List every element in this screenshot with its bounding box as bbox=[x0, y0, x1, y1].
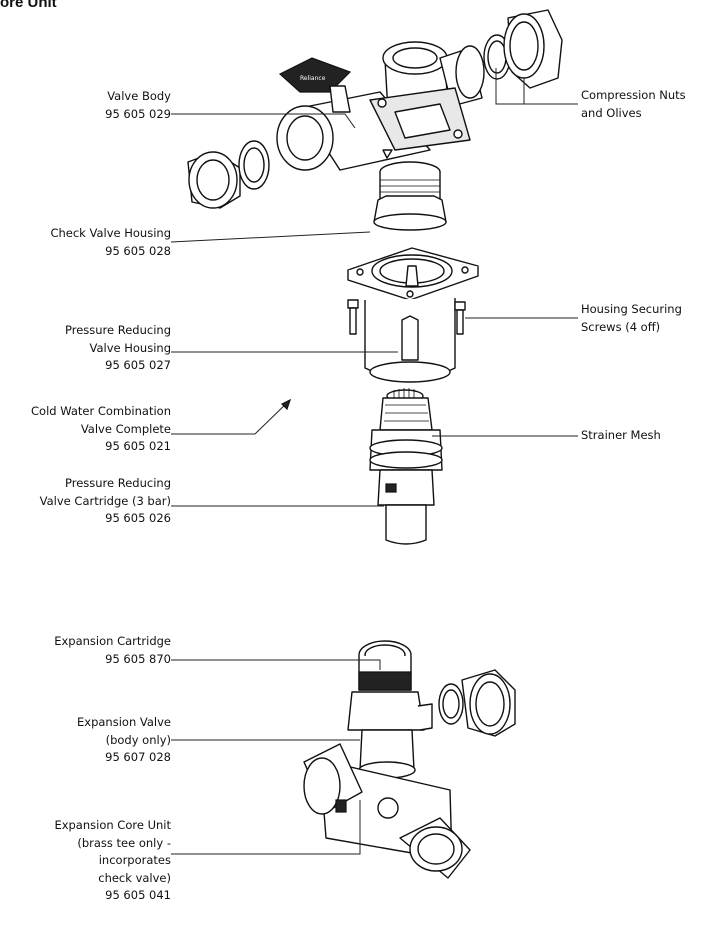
expansion-nuts-drawing bbox=[438, 669, 516, 737]
label-housing-screws: Housing Securing Screws (4 off) bbox=[581, 302, 682, 334]
valve-body-drawing: Reliance bbox=[276, 41, 485, 171]
label-expansion-core-unit: Expansion Core Unit (brass tee only - in… bbox=[54, 818, 171, 902]
page-heading: ore Unit bbox=[0, 0, 57, 11]
expansion-valve-drawing bbox=[347, 691, 433, 779]
prv-housing-drawing bbox=[347, 247, 479, 383]
expansion-cartridge-drawing bbox=[358, 640, 412, 691]
handle-logo: Reliance bbox=[300, 75, 326, 82]
label-strainer-mesh: Strainer Mesh bbox=[581, 428, 661, 442]
check-valve-housing-drawing bbox=[373, 161, 447, 231]
label-cold-water-combination: Cold Water Combination Valve Complete 95… bbox=[31, 404, 171, 453]
label-compression-nuts: Compression Nuts and Olives bbox=[581, 88, 686, 120]
label-prv-cartridge: Pressure Reducing Valve Cartridge (3 bar… bbox=[39, 476, 171, 525]
complete-arrow bbox=[254, 398, 292, 435]
prv-cartridge-drawing bbox=[369, 388, 443, 545]
label-prv-housing: Pressure Reducing Valve Housing 95 605 0… bbox=[64, 323, 171, 372]
housing-screws-drawing bbox=[347, 299, 466, 335]
label-expansion-valve: Expansion Valve (body only) 95 607 028 bbox=[77, 715, 171, 764]
compression-nuts-left bbox=[187, 140, 270, 209]
compression-nuts-right bbox=[483, 9, 563, 89]
label-valve-body: Valve Body 95 605 029 bbox=[105, 89, 171, 121]
label-expansion-cartridge: Expansion Cartridge 95 605 870 bbox=[54, 634, 171, 666]
leader-lines bbox=[170, 68, 578, 855]
expansion-core-drawing bbox=[303, 743, 471, 879]
label-check-valve-housing: Check Valve Housing 95 605 028 bbox=[50, 226, 171, 258]
